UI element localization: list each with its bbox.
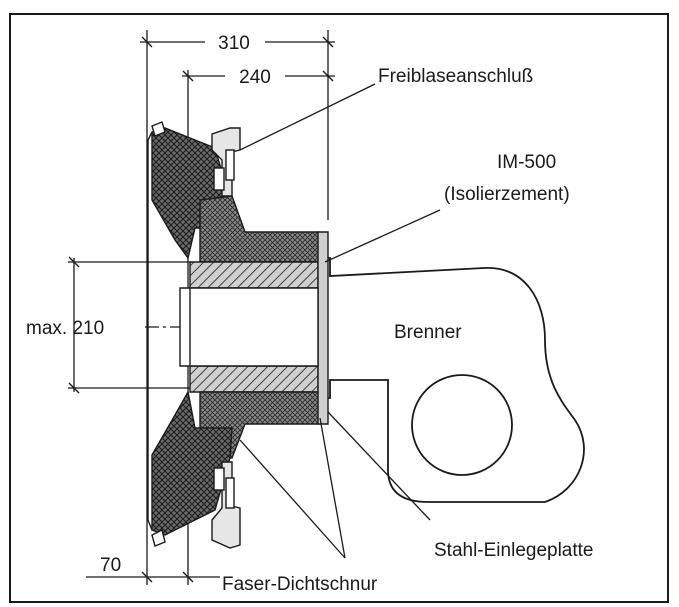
label-faser-dichtschnur: Faser-Dichtschnur [222, 574, 378, 595]
burner-housing [324, 257, 585, 503]
dim-70: 70 [100, 555, 121, 576]
label-brenner: Brenner [394, 322, 462, 343]
figure-border [9, 13, 669, 603]
dim-max-210: max. 210 [26, 318, 104, 339]
label-stahl-einlegeplatte: Stahl-Einlegeplatte [434, 540, 594, 561]
label-isolierzement: (Isolierzement) [444, 184, 570, 205]
dim-310: 310 [218, 33, 250, 54]
dim-240: 240 [239, 67, 271, 88]
mounting-section [147, 121, 329, 549]
label-freiblaseanschluss: Freiblaseanschluß [378, 66, 533, 87]
leader-lines [239, 83, 441, 559]
label-im500: IM-500 [497, 152, 556, 173]
